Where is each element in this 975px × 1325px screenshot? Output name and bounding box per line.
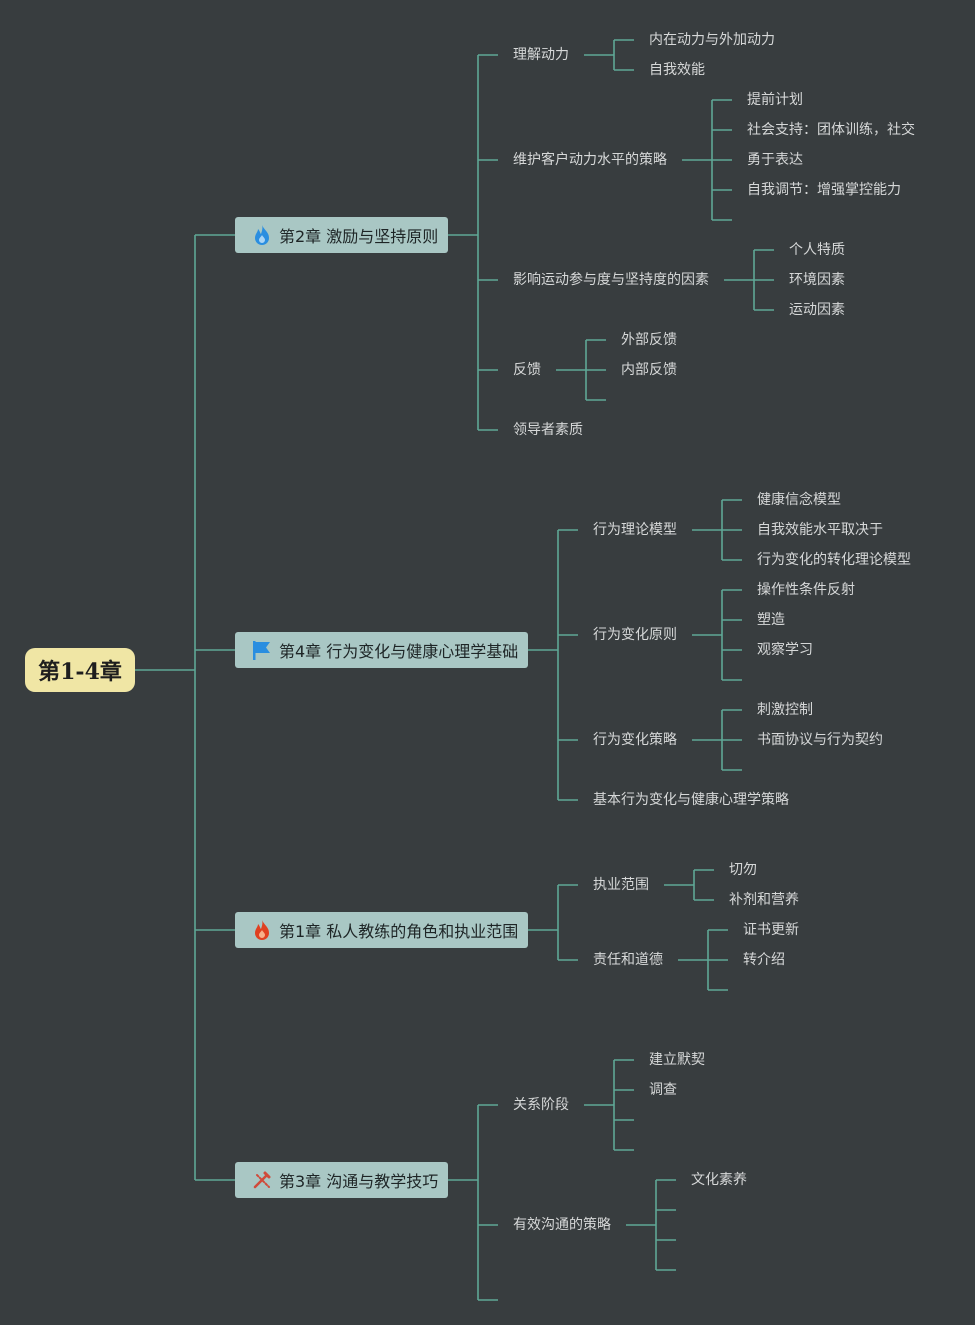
- leaf-node[interactable]: 证书更新: [743, 922, 799, 938]
- leaf-node[interactable]: 个人特质: [789, 242, 845, 258]
- leaf-node[interactable]: 提前计划: [747, 92, 803, 108]
- leaf-node[interactable]: 建立默契: [649, 1052, 705, 1068]
- topic-node[interactable]: 行为变化策略: [593, 732, 677, 748]
- leaf-node[interactable]: 自我调节：增强掌控能力: [747, 182, 901, 198]
- chapter-label: 第3章 沟通与教学技巧: [279, 1172, 439, 1191]
- topic-node[interactable]: 执业范围: [593, 877, 649, 893]
- leaf-node[interactable]: 切勿: [729, 862, 757, 878]
- topic-node[interactable]: 行为理论模型: [593, 522, 677, 538]
- leaf-node[interactable]: 观察学习: [757, 642, 813, 658]
- flag-icon: [251, 639, 273, 661]
- chapter-label: 第1章 私人教练的角色和执业范围: [279, 922, 519, 941]
- leaf-node[interactable]: 文化素养: [691, 1172, 747, 1188]
- topic-node[interactable]: 维护客户动力水平的策略: [513, 152, 667, 168]
- tools-icon: [251, 1169, 273, 1191]
- chapter-label: 第4章 行为变化与健康心理学基础: [279, 642, 519, 661]
- leaf-node[interactable]: 外部反馈: [621, 332, 677, 348]
- leaf-node[interactable]: 行为变化的转化理论模型: [757, 552, 911, 568]
- leaf-node[interactable]: 书面协议与行为契约: [757, 732, 883, 748]
- leaf-node[interactable]: 转介绍: [743, 952, 785, 968]
- leaf-node[interactable]: 自我效能水平取决于: [757, 522, 883, 538]
- leaf-node[interactable]: 刺激控制: [757, 702, 813, 718]
- chapter-2-node[interactable]: 第2章 激励与坚持原则: [235, 217, 448, 253]
- leaf-node[interactable]: 内在动力与外加动力: [649, 32, 775, 48]
- flame-blue-icon: [251, 224, 273, 246]
- topic-node[interactable]: 行为变化原则: [593, 627, 677, 643]
- leaf-node[interactable]: 运动因素: [789, 302, 845, 318]
- root-node[interactable]: 第1-4章: [25, 648, 135, 692]
- leaf-node[interactable]: 内部反馈: [621, 362, 677, 378]
- leaf-node[interactable]: 勇于表达: [747, 152, 803, 168]
- topic-node[interactable]: 影响运动参与度与坚持度的因素: [513, 272, 709, 288]
- topic-node[interactable]: 反馈: [513, 362, 541, 378]
- leaf-node[interactable]: 调查: [649, 1082, 677, 1098]
- chapter-3-node[interactable]: 第3章 沟通与教学技巧: [235, 1162, 448, 1198]
- leaf-node[interactable]: 补剂和营养: [729, 892, 799, 908]
- topic-node[interactable]: 有效沟通的策略: [513, 1217, 611, 1233]
- topic-node[interactable]: 基本行为变化与健康心理学策略: [593, 792, 789, 808]
- flame-red-icon: [251, 919, 273, 941]
- leaf-node[interactable]: 自我效能: [649, 62, 705, 78]
- topic-node[interactable]: 责任和道德: [593, 952, 663, 968]
- chapter-label: 第2章 激励与坚持原则: [279, 227, 439, 246]
- topic-node[interactable]: 领导者素质: [513, 422, 583, 438]
- leaf-node[interactable]: 社会支持：团体训练，社交: [747, 122, 915, 138]
- leaf-node[interactable]: 健康信念模型: [757, 492, 841, 508]
- leaf-node[interactable]: 环境因素: [789, 272, 845, 288]
- topic-node[interactable]: 关系阶段: [513, 1097, 569, 1113]
- leaf-node[interactable]: 操作性条件反射: [757, 582, 855, 598]
- chapter-1-node[interactable]: 第1章 私人教练的角色和执业范围: [235, 912, 528, 948]
- topic-node[interactable]: 理解动力: [513, 47, 569, 63]
- chapter-4-node[interactable]: 第4章 行为变化与健康心理学基础: [235, 632, 528, 668]
- leaf-node[interactable]: 塑造: [757, 612, 785, 628]
